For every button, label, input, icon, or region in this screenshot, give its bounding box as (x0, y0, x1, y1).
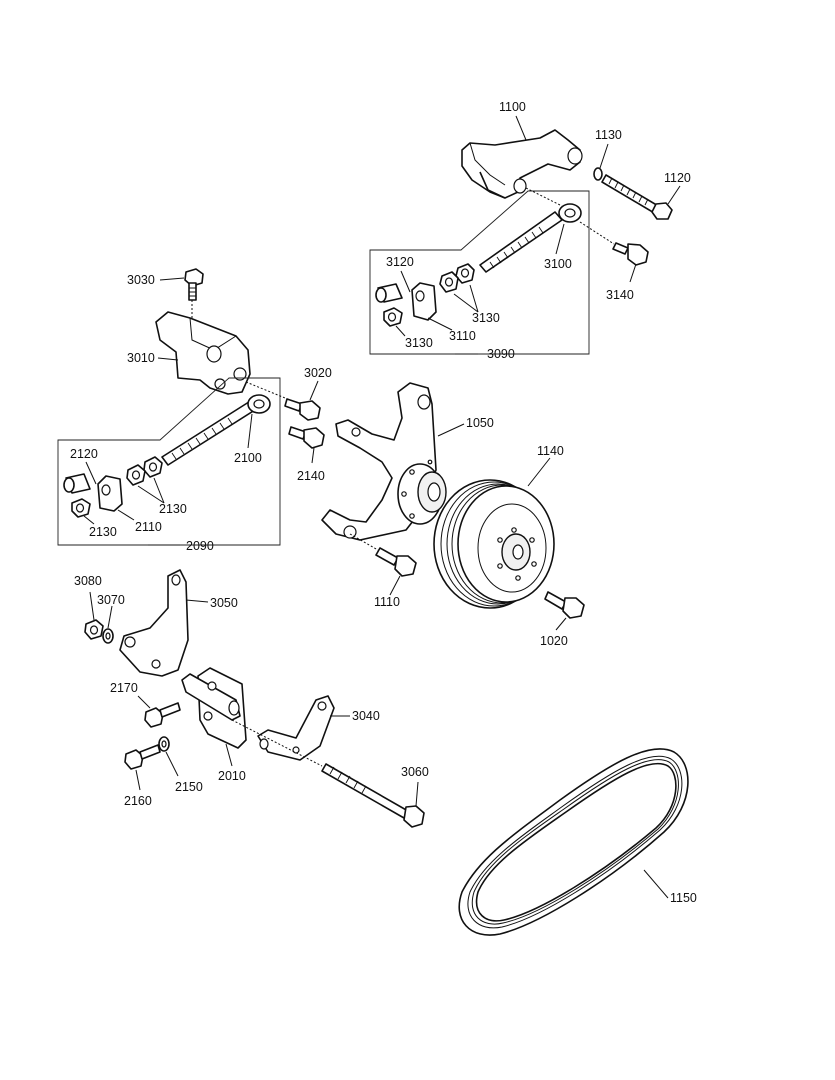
threaded-rod-2100 (161, 394, 271, 466)
label-1130: 1130 (595, 128, 622, 142)
label-3060: 3060 (401, 765, 429, 779)
frame-2090 (57, 377, 281, 546)
bolt-2140 (288, 426, 325, 449)
block-3110 (411, 282, 437, 321)
bolt-2170 (137, 695, 181, 728)
frame-3090 (369, 190, 590, 355)
label-1150: 1150 (670, 891, 697, 905)
connector-line (349, 533, 379, 551)
bolt-2160 (124, 744, 161, 791)
bracket-1100 (461, 129, 583, 199)
label-1120: 1120 (664, 171, 691, 185)
connector-line (525, 187, 563, 207)
label-2130-lower: 2130 (89, 525, 117, 539)
bolt-3140 (612, 242, 649, 266)
label-3040: 3040 (352, 709, 380, 723)
threaded-rod-3100 (479, 203, 582, 273)
label-3020: 3020 (304, 366, 332, 380)
pulley-1140 (433, 457, 555, 609)
label-3090: 3090 (487, 347, 515, 361)
label-3110: 3110 (449, 329, 476, 343)
label-2110: 2110 (135, 520, 162, 534)
label-2160: 2160 (124, 794, 152, 808)
label-3010: 3010 (127, 351, 155, 365)
label-2120: 2120 (70, 447, 98, 461)
bushing-2120 (63, 473, 91, 494)
label-2010: 2010 (218, 769, 246, 783)
label-1110: 1110 (374, 595, 400, 609)
bracket-3050 (119, 569, 209, 677)
label-2150: 2150 (175, 780, 203, 794)
label-1140: 1140 (537, 444, 564, 458)
nut-2130-upper (143, 456, 163, 478)
label-2090: 2090 (186, 539, 214, 553)
label-2100: 2100 (234, 451, 262, 465)
nut-3130-upper (455, 263, 475, 284)
label-3140: 3140 (606, 288, 634, 302)
washer-1130 (593, 167, 603, 181)
block-2110 (97, 475, 123, 512)
connector-line (231, 719, 323, 767)
nut-3080 (84, 591, 104, 640)
label-3070: 3070 (97, 593, 125, 607)
label-2140: 2140 (297, 469, 325, 483)
label-3130-upper: 3130 (472, 311, 500, 325)
label-3050: 3050 (210, 596, 238, 610)
washer-2150 (158, 736, 179, 777)
bolt-1020 (544, 591, 585, 631)
label-3130-lower: 3130 (405, 336, 433, 350)
assembly-3090 (369, 115, 681, 355)
label-1100: 1100 (499, 100, 526, 114)
label-1020: 1020 (540, 634, 568, 648)
bolt-3020 (284, 398, 321, 421)
bolt-1110 (375, 547, 417, 596)
belt-1150 (458, 748, 689, 936)
label-3030: 3030 (127, 273, 155, 287)
washer-3070 (102, 605, 114, 644)
label-3120: 3120 (386, 255, 414, 269)
connector-line (579, 221, 615, 245)
label-3080: 3080 (74, 574, 102, 588)
bolt-1120 (601, 174, 673, 220)
label-1050: 1050 (466, 416, 494, 430)
assembly-2090 (57, 268, 325, 546)
label-2170: 2170 (110, 681, 138, 695)
bracket-3040 (257, 695, 350, 761)
bracket-2010 (181, 667, 247, 767)
label-2130-upper: 2130 (159, 502, 187, 516)
nut-3130-lower (439, 271, 459, 293)
bracket-3010 (155, 311, 251, 395)
nut-2130-lower (126, 464, 146, 486)
nut-2130-left (71, 498, 91, 518)
label-3100: 3100 (544, 257, 572, 271)
bushing-3120 (375, 283, 403, 303)
part-number-labels: 1100 1130 1120 3120 3100 3140 3130 3110 … (70, 100, 697, 905)
bracket-1050 (321, 382, 465, 541)
bolt-3060 (321, 763, 425, 828)
nut-3130-left (383, 307, 403, 327)
